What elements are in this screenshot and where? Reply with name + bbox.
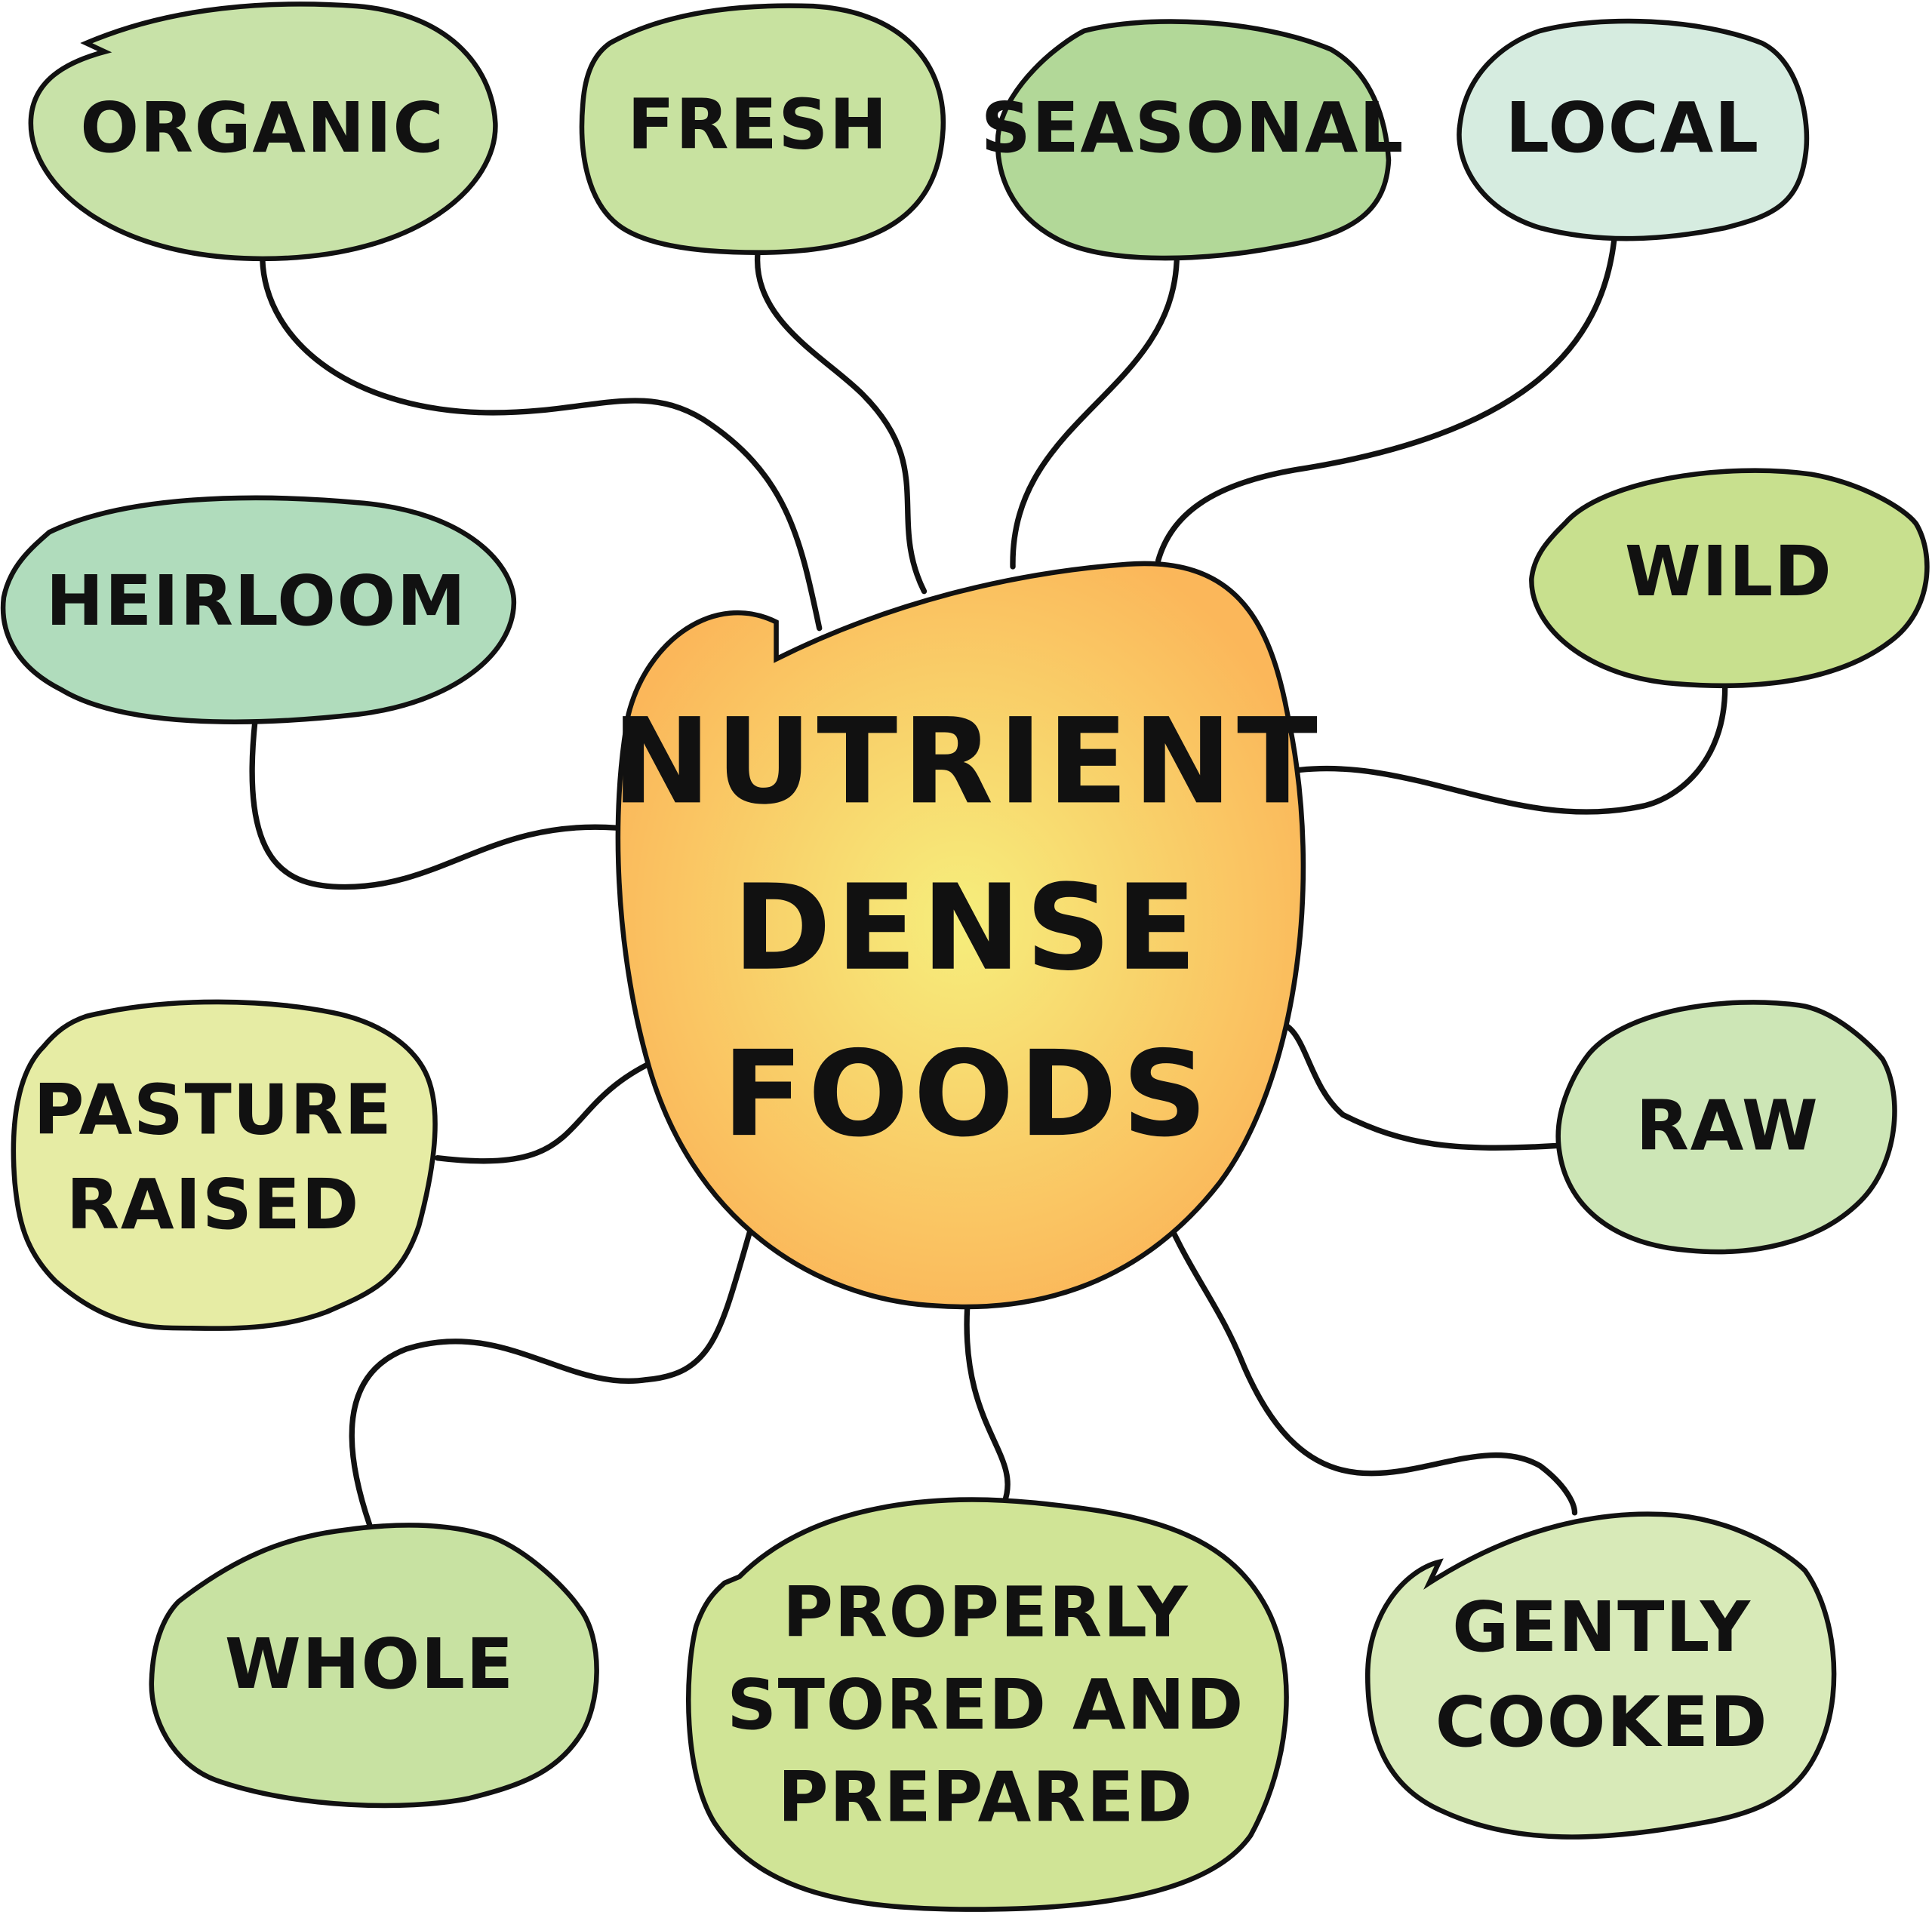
connector-wild	[1297, 684, 1728, 815]
heirloom-label: HEIRLOOM	[46, 561, 467, 641]
connector-properly-stored	[964, 1305, 1011, 1506]
organic-bubble	[28, 2, 498, 262]
node-gently-cooked: GENTLY COOKED	[1364, 1511, 1837, 1840]
node-whole: WHOLE	[149, 1523, 599, 1809]
organic-label: ORGANIC	[80, 88, 445, 168]
seasonal-bubble	[995, 19, 1392, 261]
connector-gently-cooked	[1161, 1210, 1578, 1516]
raw-label: RAW	[1636, 1086, 1820, 1166]
node-local: LOCAL	[1457, 18, 1810, 241]
local-bubble	[1457, 18, 1810, 241]
fresh-label: FRESH	[627, 84, 888, 164]
node-properly-stored: PROPERLY STORED AND PREPARED	[686, 1497, 1289, 1912]
center-node: NUTRIENT DENSE FOODS	[612, 561, 1323, 1310]
whole-label: WHOLE	[225, 1624, 515, 1704]
properly-stored-label-line-1: PROPERLY	[783, 1572, 1189, 1653]
connectors	[249, 237, 1728, 1528]
node-raw: RAW	[1555, 1000, 1897, 1255]
center-blob	[615, 561, 1306, 1310]
connector-fresh	[755, 250, 928, 595]
heirloom-bubble	[0, 495, 517, 724]
connector-pasture-raised	[434, 1059, 656, 1164]
node-organic: ORGANIC	[28, 2, 498, 262]
connector-organic	[260, 256, 823, 632]
seasonal-label: SEASONAL	[981, 88, 1404, 168]
local-label: LOCAL	[1506, 88, 1760, 168]
gently-cooked-label-line-1: GENTLY	[1452, 1587, 1751, 1667]
connector-raw	[1272, 1019, 1561, 1151]
wild-bubble	[1529, 468, 1930, 689]
properly-stored-bubble	[686, 1497, 1289, 1912]
connector-whole	[349, 1222, 755, 1528]
pasture-raised-bubble	[11, 999, 438, 1331]
pasture-raised-label-line-2: RAISED	[66, 1164, 360, 1245]
node-fresh: FRESH	[579, 3, 946, 255]
node-pasture-raised: PASTURE RAISED	[11, 999, 438, 1331]
connector-seasonal	[1010, 258, 1180, 570]
connector-local	[1155, 237, 1617, 564]
node-wild: WILD	[1529, 468, 1930, 689]
node-seasonal: SEASONAL	[981, 19, 1404, 261]
fresh-bubble	[579, 3, 946, 255]
raw-bubble	[1555, 1000, 1897, 1255]
wild-label: WILD	[1625, 531, 1832, 612]
whole-bubble	[149, 1523, 599, 1809]
gently-cooked-label-line-2: COOKED	[1435, 1682, 1768, 1763]
pasture-raised-label-line-1: PASTURE	[33, 1069, 392, 1150]
center-title-line-1: NUTRIENT	[612, 693, 1323, 830]
connector-heirloom	[249, 718, 620, 890]
gently-cooked-bubble	[1364, 1511, 1837, 1840]
center-title-line-2: DENSE	[733, 859, 1201, 997]
properly-stored-label-line-2: STORED AND	[727, 1664, 1244, 1745]
center-title-line-3: FOODS	[722, 1025, 1212, 1163]
properly-stored-label-line-3: PREPARED	[778, 1757, 1194, 1837]
node-heirloom: HEIRLOOM	[0, 495, 517, 724]
